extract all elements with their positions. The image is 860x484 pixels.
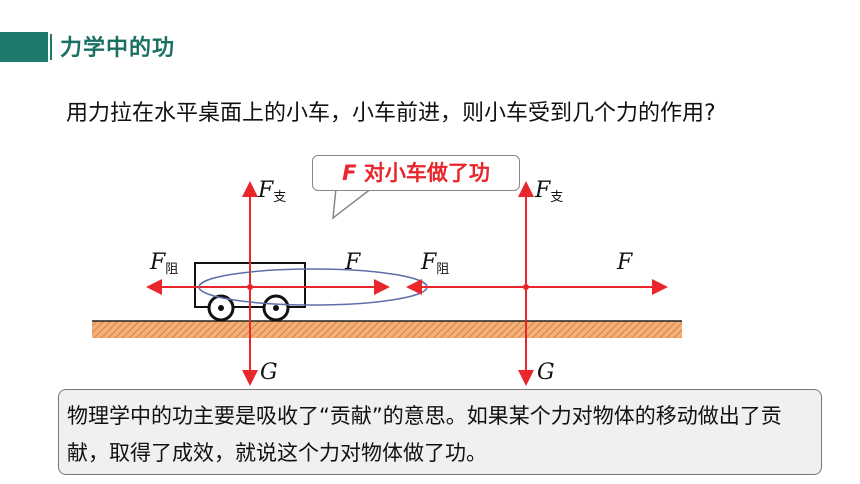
right-pull-label: F bbox=[617, 250, 633, 275]
force-diagram bbox=[92, 181, 682, 386]
ground-hatch bbox=[92, 321, 682, 338]
callout-force-symbol: F bbox=[342, 161, 357, 185]
left-pull-label: F bbox=[345, 250, 361, 275]
question-text: 用力拉在水平桌面上的小车，小车前进，则小车受到几个力的作用? bbox=[66, 101, 716, 126]
left-gravity-label: G bbox=[260, 360, 278, 385]
left-friction-label: F阻 bbox=[150, 250, 179, 277]
right-gravity-label: G bbox=[537, 360, 555, 385]
explanation-text: 物理学中的功主要是吸收了“贡献”的意思。如果某个力对物体的移动做出了贡献，取得了… bbox=[67, 404, 782, 465]
header-accent-bar bbox=[0, 32, 52, 62]
work-callout: F 对小车做了功 bbox=[312, 155, 520, 191]
right-support-label: F支 bbox=[535, 178, 564, 205]
callout-text: 对小车做了功 bbox=[356, 161, 490, 185]
right-friction-label: F阻 bbox=[421, 250, 450, 277]
callout-pointer bbox=[332, 187, 375, 220]
explanation-box: 物理学中的功主要是吸收了“贡献”的意思。如果某个力对物体的移动做出了贡献，取得了… bbox=[58, 389, 822, 475]
section-title: 力学中的功 bbox=[60, 36, 176, 61]
left-support-label: F支 bbox=[258, 178, 287, 205]
